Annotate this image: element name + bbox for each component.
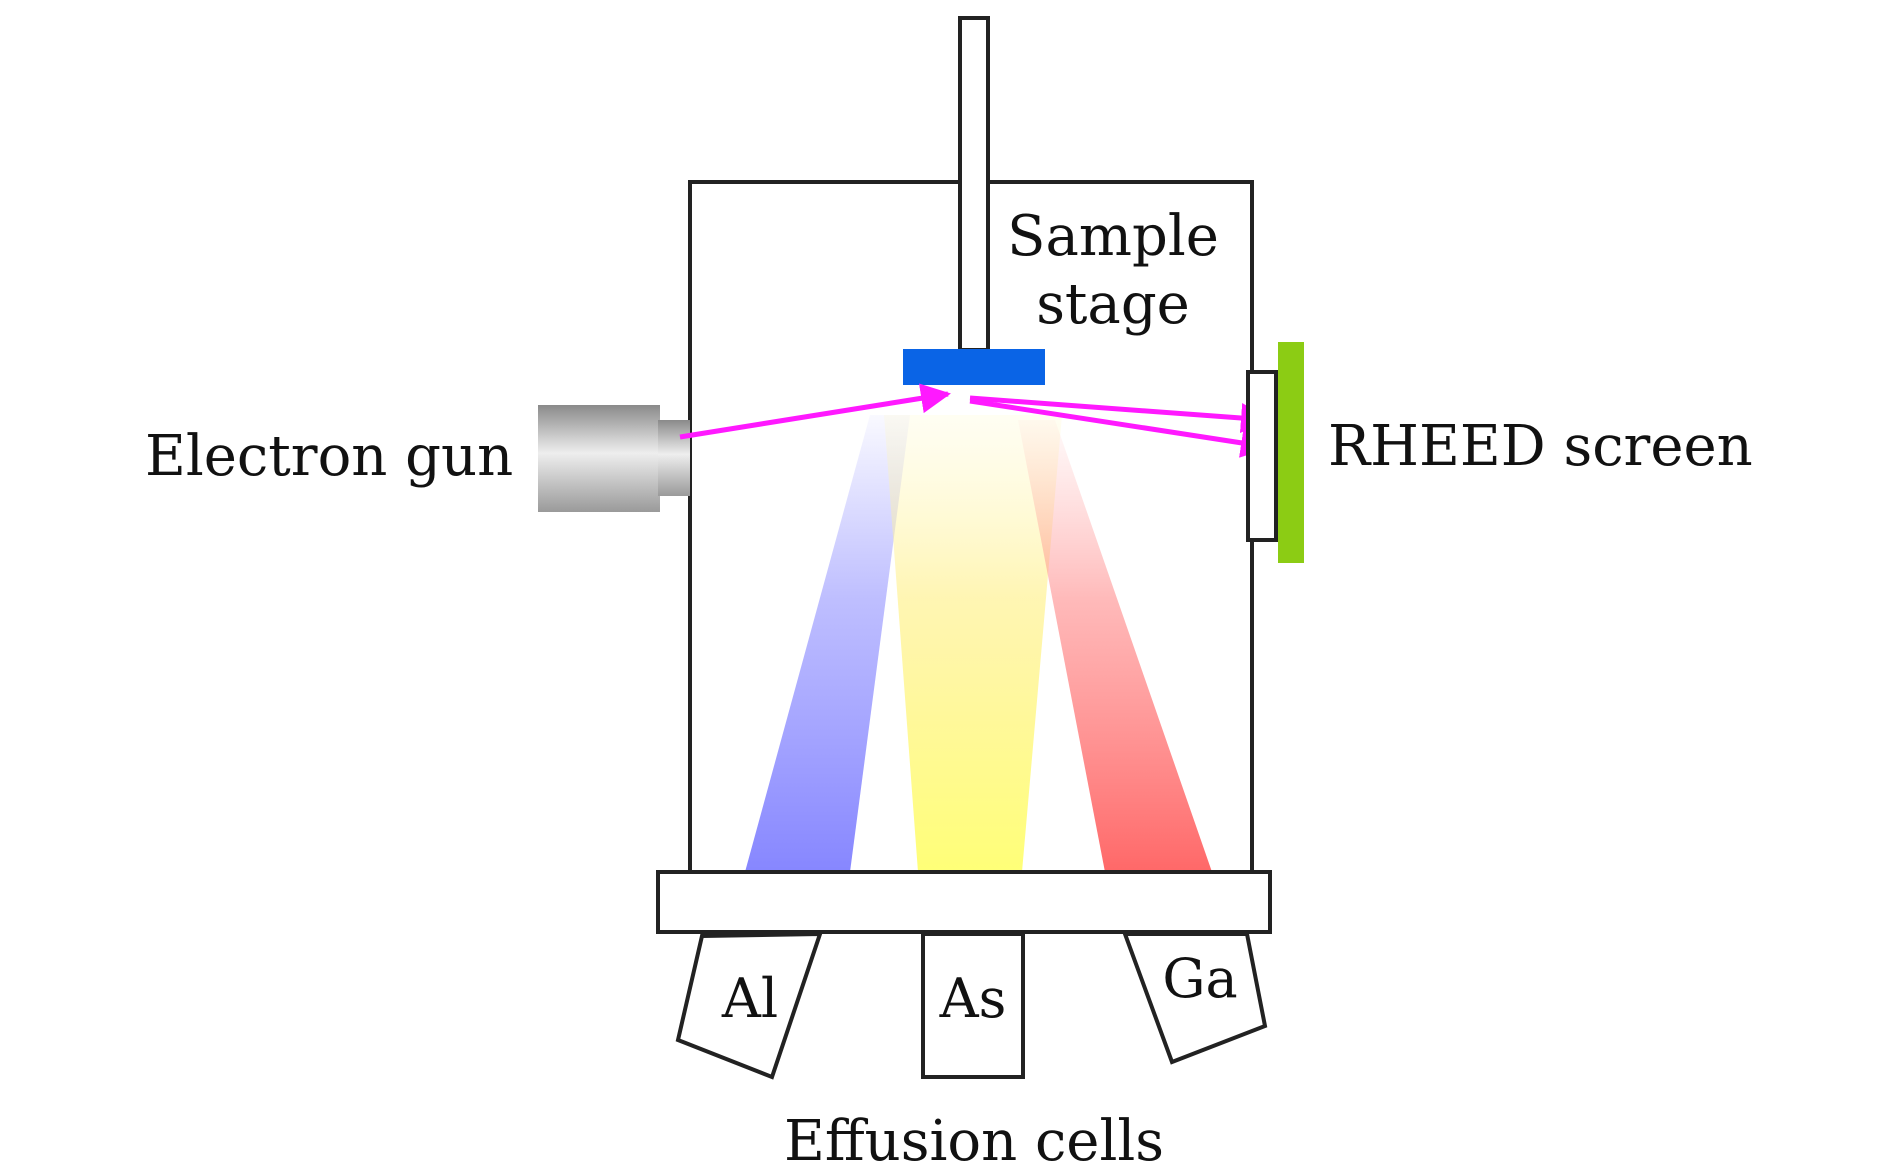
electron-beam — [679, 383, 1271, 458]
rheed-screen — [1278, 342, 1304, 563]
ga-beam — [1018, 420, 1212, 872]
effusion-cell-ga — [1122, 932, 1268, 1065]
sample-stage-label-line2: stage — [1036, 272, 1190, 337]
gun-body — [538, 405, 660, 512]
cell-label-as: As — [939, 967, 1007, 1030]
electron-gun-label: Electron gun — [145, 424, 513, 489]
incident-beam — [679, 383, 951, 440]
manipulator-rod — [958, 16, 990, 352]
cell-flange — [656, 870, 1272, 934]
rheed-screen-label: RHEED screen — [1328, 414, 1753, 479]
effusion-cell-al — [675, 931, 823, 1080]
diffracted-beam-1 — [969, 395, 1271, 433]
molecular-beams — [745, 415, 1212, 872]
effusion-cells-label: Effusion cells — [784, 1109, 1164, 1170]
cell-label-al: Al — [721, 967, 778, 1030]
gun-nozzle — [658, 420, 690, 496]
sample-stage-label-line1: Sample — [1007, 204, 1219, 269]
screen-flange — [1246, 370, 1278, 542]
effusion-cell-as — [921, 932, 1025, 1079]
al-beam — [745, 415, 910, 872]
electron-gun — [538, 405, 690, 512]
diffracted-beam-2 — [969, 398, 1271, 458]
as-beam — [884, 415, 1062, 872]
sample-substrate — [903, 349, 1045, 385]
cell-label-ga: Ga — [1162, 947, 1237, 1010]
